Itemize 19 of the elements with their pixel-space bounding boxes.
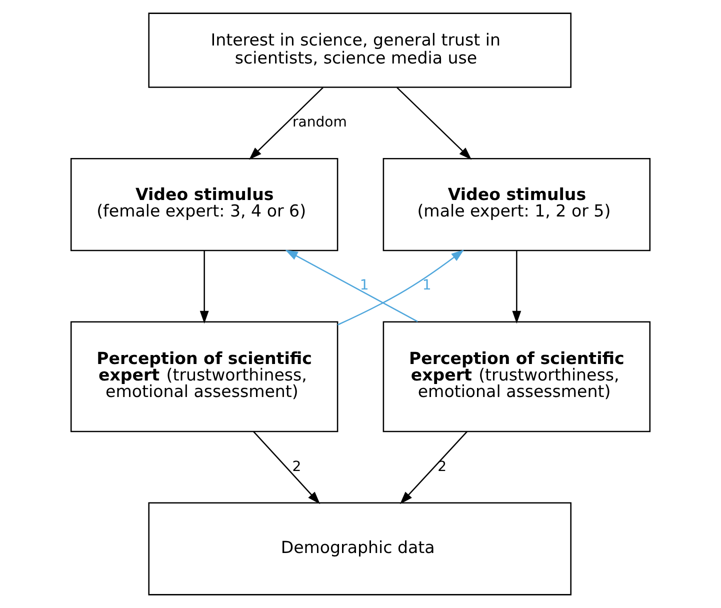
- arrow: [337, 250, 464, 326]
- arrow: [400, 431, 468, 504]
- arrow: [200, 250, 209, 324]
- node-box: Perception of scientific expert (trustworthiness, emotional assessment): [382, 321, 651, 432]
- arrow: [253, 431, 320, 504]
- edge-label: 2: [438, 458, 447, 475]
- node-box: Interest in science, general trust in scientists, science media use: [148, 12, 572, 88]
- node-box: Demographic data: [148, 502, 572, 596]
- arrow: [396, 87, 472, 160]
- edge-label: 1: [360, 278, 369, 294]
- node-box: Perception of scientific expert (trustworthiness, emotional assessment): [70, 321, 338, 432]
- node-box: Video stimulus (female expert: 3, 4 or 6): [70, 158, 338, 252]
- edge-label: 1: [422, 278, 432, 294]
- node-box: Video stimulus (male expert: 1, 2 or 5): [382, 158, 651, 252]
- edge-label: 2: [292, 458, 302, 475]
- arrow: [512, 250, 522, 324]
- arrow: [249, 87, 324, 160]
- edge-label: random: [292, 114, 347, 131]
- arrow: [285, 250, 418, 322]
